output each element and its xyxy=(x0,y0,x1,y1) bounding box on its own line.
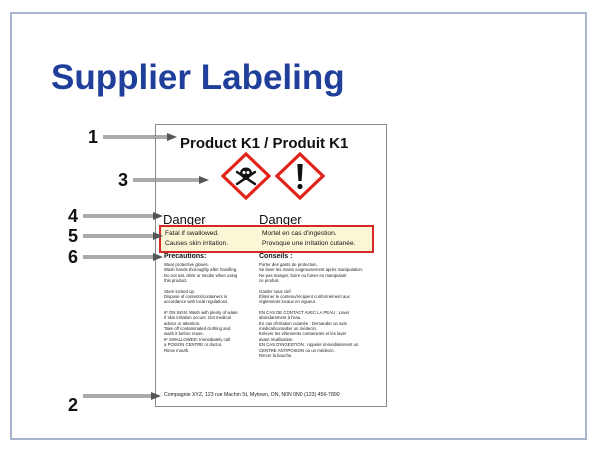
product-identifier: Product K1 / Produit K1 xyxy=(180,135,349,152)
callout-arrow-1 xyxy=(103,133,177,141)
precaution-line: EN CAS DE CONTACT AVEC LA PEAU : Laver xyxy=(259,309,350,315)
precaution-line: Rincer la bouche. xyxy=(259,353,293,359)
precaution-line: If skin irritation occurs: Get medical xyxy=(164,315,231,321)
precaution-line: EN CAS D'INGESTION : Appeler immédiateme… xyxy=(259,342,359,348)
precaution-line: En cas d'irritation cutanée : Demander u… xyxy=(259,320,347,326)
precaution-line: CENTRE ANTIPOISON ou un médecin. xyxy=(259,347,335,353)
precaution-line: Éliminer le contenu/récipient conforméme… xyxy=(259,294,350,300)
precaution-line: ce produit. xyxy=(259,278,280,284)
callout-number-4: 4 xyxy=(68,206,79,226)
signal-word-fr: Danger xyxy=(259,212,302,227)
precaution-line: Garder sous clef. xyxy=(259,288,292,294)
callout-number-2: 2 xyxy=(68,395,79,415)
hazard-statement-en-1: Fatal if swallowed. xyxy=(165,230,219,237)
precaution-line: Store locked up. xyxy=(164,288,196,294)
callout-number-5: 5 xyxy=(68,226,79,246)
skull-and-crossbones-icon xyxy=(220,152,272,200)
precaution-line: Dispose of contents/containers in xyxy=(164,294,228,300)
precaution-line: abondamment à l'eau. xyxy=(259,315,302,321)
callout-arrow-4 xyxy=(83,212,163,220)
hazard-statement-fr-1: Mortel en cas d'ingestion. xyxy=(262,230,337,237)
precaution-line: advice or attention. xyxy=(164,320,201,326)
hazard-pictograms xyxy=(220,152,326,200)
signal-word-en: Danger xyxy=(163,212,206,227)
precautions-list-fr: Porter des gants de protection. Se laver… xyxy=(259,262,379,359)
precaution-line: Se laver les mains soigneusement après m… xyxy=(259,267,364,273)
callout-number-3: 3 xyxy=(118,170,129,190)
precaution-line: Enlever les vêtements contaminés et les … xyxy=(259,331,347,337)
precaution-line: IF ON SKIN: Wash with plenty of water. xyxy=(164,309,239,315)
exclamation-mark-icon xyxy=(274,152,326,200)
precaution-line: Do not eat, drink or smoke when using xyxy=(164,272,238,278)
precaution-line: médical/consulter un médecin. xyxy=(259,326,318,332)
hazard-statement-en-2: Causes skin irritation. xyxy=(165,240,229,247)
callout-arrow-3 xyxy=(133,176,209,184)
callout-arrow-5 xyxy=(83,232,163,240)
precautions-heading-fr: Conseils : xyxy=(259,253,293,260)
precaution-line: IF SWALLOWED: Immediately call xyxy=(164,336,230,342)
precaution-line: Ne pas manger, boire ou fumer en manipul… xyxy=(259,272,347,278)
hazard-statements-box: Fatal if swallowed. Causes skin irritati… xyxy=(159,225,374,253)
precaution-line: a POISON CENTRE or doctor. xyxy=(164,342,223,348)
precautions-heading-en: Precautions: xyxy=(164,253,207,260)
precaution-line: Wash hands thoroughly after handling. xyxy=(164,267,238,273)
callout-number-1: 1 xyxy=(88,127,99,147)
callout-arrow-2 xyxy=(83,392,161,400)
precaution-line: wash it before reuse. xyxy=(164,331,204,337)
precaution-line: accordance with local regulations. xyxy=(164,299,229,305)
precaution-line: avant réutilisation. xyxy=(259,336,294,342)
slide-title: Supplier Labeling xyxy=(51,58,345,97)
supplier-identifier: Compagnie XYZ, 123 rue Machin St, Mytown… xyxy=(164,392,340,398)
callout-arrow-6 xyxy=(83,253,163,261)
precaution-line: Take off contaminated clothing and xyxy=(164,326,231,332)
precaution-line: Wear protective gloves. xyxy=(164,262,209,267)
precaution-line: Rinse mouth. xyxy=(164,347,190,353)
hazard-statement-fr-2: Provoque une irritation cutanée. xyxy=(262,240,356,247)
precaution-line: this product. xyxy=(164,278,188,284)
precaution-line: Porter des gants de protection. xyxy=(259,262,318,267)
precautions-list-en: Wear protective gloves. Wash hands thoro… xyxy=(164,262,264,353)
supplier-label: Product K1 / Produit K1 Danger Danger Fa… xyxy=(155,124,387,407)
precaution-line: règlements locaux en vigueur. xyxy=(259,299,317,305)
callout-number-6: 6 xyxy=(68,247,79,267)
